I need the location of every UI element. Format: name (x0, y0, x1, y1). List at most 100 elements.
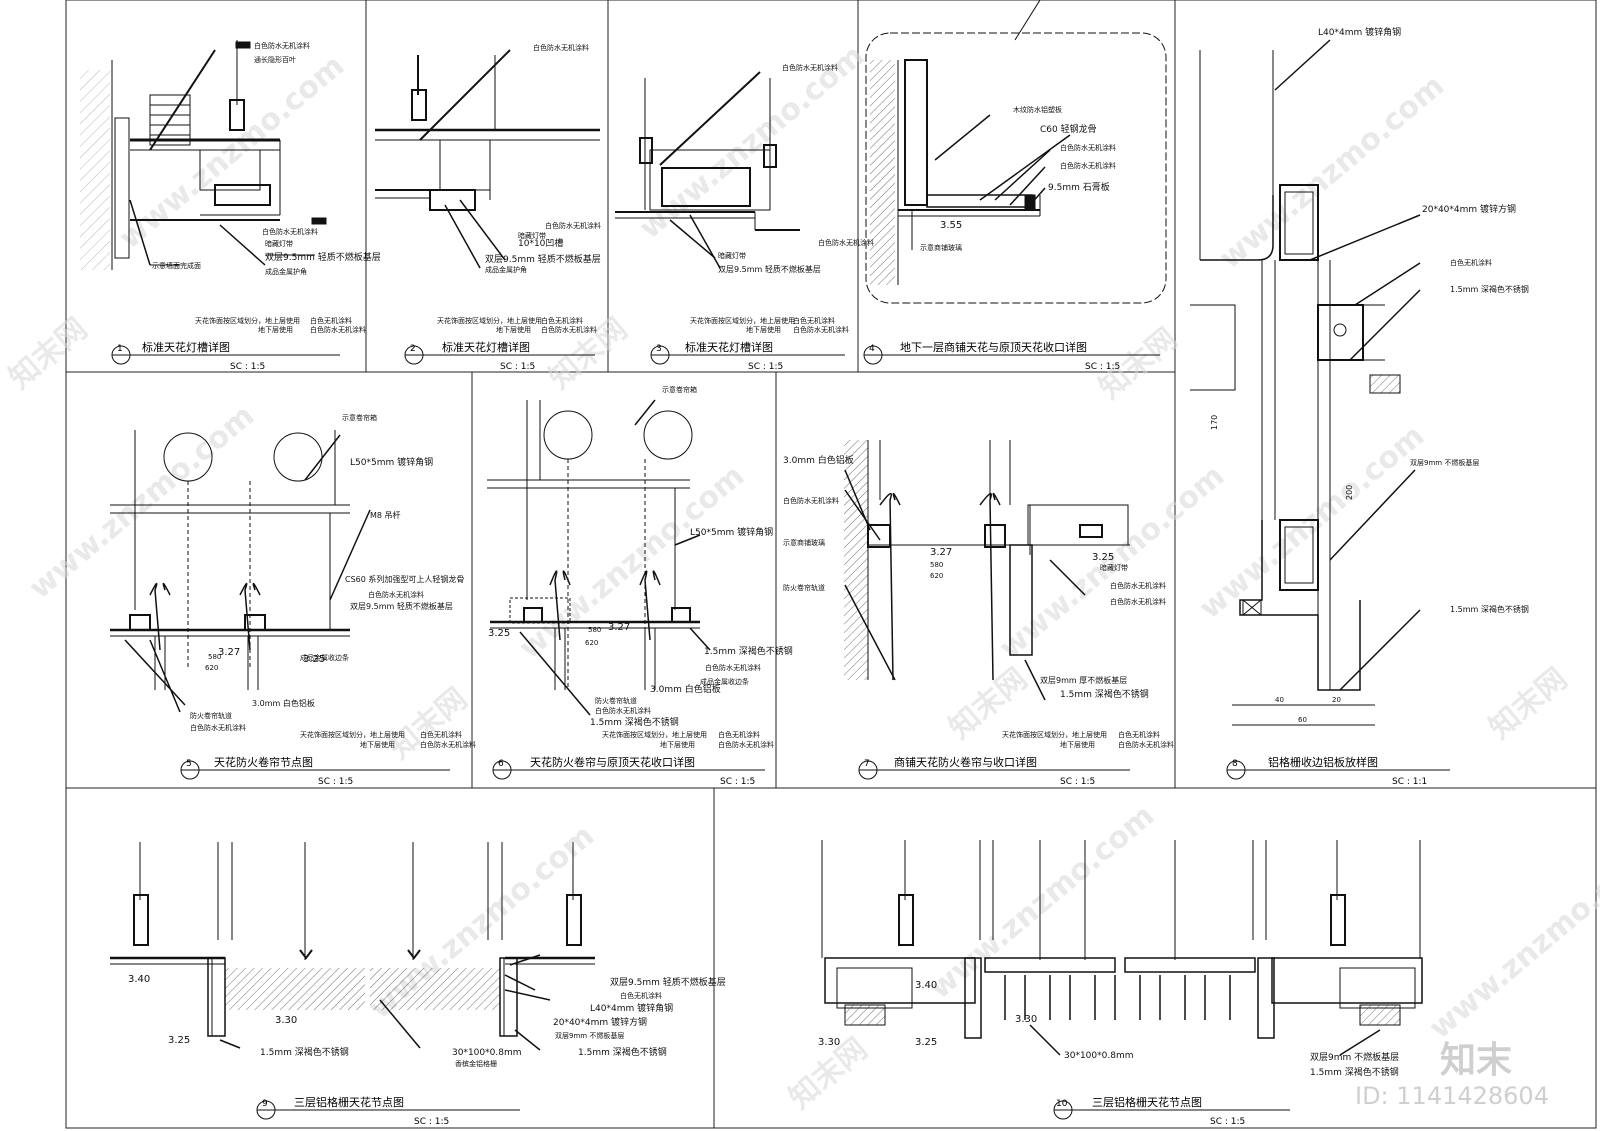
note-below-prefix: 地下层使用 (746, 325, 781, 334)
title-block-7: 7 商铺天花防火卷帘与收口详图 SC : 1:5 (858, 755, 1130, 787)
label: 1.5mm 深褐色不锈钢 (590, 716, 679, 728)
panel-scale: SC : 1:5 (414, 1117, 449, 1127)
panel-5-labels: 示意卷帘箱 L50*5mm 镀锌角钢 M8 吊杆 CS60 系列加强型可上人轻钢… (190, 413, 464, 732)
label: 3.40 (915, 980, 937, 991)
label: 白色无机涂料 (1450, 258, 1492, 267)
note-divide: 天花饰面按区域划分，地上层使用 (1002, 730, 1107, 739)
panel-9-labels: 双层9.5mm 轻质不燃板基层 白色无机涂料 L40*4mm 镀锌角钢 20*4… (128, 974, 726, 1068)
note-above: 白色无机涂料 (420, 730, 462, 739)
watermark: www.znzmo.com (113, 48, 351, 256)
label: 60 (1298, 716, 1307, 724)
panel-number: 3 (656, 344, 662, 354)
note-above: 白色无机涂料 (718, 730, 760, 739)
label: 防火卷帘轨道 (190, 711, 232, 720)
watermark: www.znzmo.com (923, 798, 1161, 1006)
watermark: 知末网 (1483, 661, 1574, 746)
watermark: www.znzmo.com (513, 458, 751, 666)
label: 20 (1332, 696, 1341, 704)
label: 防火卷帘轨道 (783, 583, 825, 592)
panel-10-labels: 双层9mm 不燃板基层 1.5mm 深褐色不锈钢 30*100*0.8mm 3.… (818, 980, 1399, 1078)
label: 防火卷帘轨道 (595, 696, 637, 705)
label: 白色防水无机涂料 (533, 43, 589, 52)
panel-scale: SC : 1:5 (1210, 1117, 1245, 1127)
label: 1.5mm 深褐色不锈钢 (1060, 688, 1149, 700)
note-block: 天花饰面按区域划分，地上层使用 白色无机涂料 地下层使用 白色防水无机涂料 (1002, 730, 1174, 749)
label: 20*40*4mm 镀锌方钢 (1422, 203, 1516, 215)
label: 成品金属护角 (485, 265, 527, 274)
label: 香槟金铝格栅 (455, 1059, 497, 1068)
panel-title: 地下一层商铺天花与原顶天花收口详图 (900, 340, 1087, 354)
label: 白色防水无机涂料 (1110, 581, 1166, 590)
note-block: 天花饰面按区域划分，地上层使用 白色无机涂料 地下层使用 白色防水无机涂料 (437, 316, 597, 334)
panel-scale: SC : 1:5 (230, 362, 265, 372)
panel-number: 4 (869, 344, 875, 354)
panel-4-labels: 木纹防水铝塑板 C60 轻钢龙骨 白色防水无机涂料 白色防水无机涂料 9.5mm… (920, 105, 1116, 252)
panel-1-labels: 白色防水无机涂料 通长隐形百叶 暗藏灯带 双层9.5mm 轻质不燃板基层 成品金… (152, 41, 381, 276)
label: 3.0mm 白色铝板 (783, 454, 854, 466)
panel-2-labels: 白色防水无机涂料 暗藏灯带 10*10凹槽 双层9.5mm 轻质不燃板基层 成品… (485, 43, 601, 274)
note-divide: 天花饰面按区域划分，地上层使用 (300, 730, 405, 739)
note-below-prefix: 地下层使用 (496, 325, 531, 334)
label: 白色防水无机涂料 (595, 706, 651, 715)
label: 白色防水无机涂料 (190, 723, 246, 732)
note-below: 白色防水无机涂料 (1118, 740, 1174, 749)
panel-scale: SC : 1:5 (1085, 362, 1120, 372)
detail-panel-9 (110, 842, 595, 1051)
watermark: 知末网 (3, 311, 94, 396)
label: 白色防水无机涂料 (705, 663, 761, 672)
label: 白色防水无机涂料 (782, 63, 838, 72)
note-below-prefix: 地下层使用 (660, 740, 695, 749)
label: 白色防水无机涂料 (1060, 143, 1116, 152)
label: 3.25 (303, 654, 325, 665)
detail-panel-6 (487, 399, 711, 716)
label: 暗藏灯带 (265, 239, 293, 248)
label: 3.30 (275, 1015, 297, 1026)
label: 1.5mm 深褐色不锈钢 (704, 645, 793, 657)
label: 双层9.5mm 轻质不燃板基层 (718, 264, 821, 274)
label: L50*5mm 镀锌角钢 (350, 456, 433, 468)
label: 白色防水无机涂料 (254, 41, 310, 50)
note-divide: 天花饰面按区域划分，地上层使用 (195, 316, 300, 325)
panel-scale: SC : 1:5 (720, 777, 755, 787)
detail-panel-3 (615, 71, 800, 269)
label: 成品金属护角 (265, 267, 307, 276)
note-above: 白色无机涂料 (541, 316, 583, 325)
note-block: 天花饰面按区域划分，地上层使用 白色无机涂料 地下层使用 白色防水无机涂料 (300, 730, 476, 749)
watermark: www.znzmo.com (1193, 418, 1431, 626)
note-below-prefix: 地下层使用 (360, 740, 395, 749)
label: 成品金属收边条 (300, 653, 349, 662)
label: 白色防水无机涂料 (368, 590, 424, 599)
label: 30*100*0.8mm (1064, 1051, 1133, 1061)
label: 3.25 (1092, 552, 1114, 563)
label: 620 (930, 572, 943, 580)
panel-title: 标准天花灯槽详图 (142, 340, 230, 354)
label: 20*40*4mm 镀锌方钢 (553, 1016, 647, 1028)
label: 10*10凹槽 (518, 237, 563, 249)
label: 白色防水无机涂料 (818, 238, 874, 247)
title-block-10: 10 三层铝格栅天花节点图 SC : 1:5 (1053, 1095, 1290, 1127)
panel-number: 8 (1232, 759, 1238, 769)
label: 3.40 (128, 974, 150, 985)
label: 双层9.5mm 轻质不燃板基层 (485, 253, 601, 265)
label: 成品金属收边条 (700, 677, 749, 686)
note-below-prefix: 地下层使用 (258, 325, 293, 334)
panel-scale: SC : 1:5 (1060, 777, 1095, 787)
note-below: 白色防水无机涂料 (420, 740, 476, 749)
panel-title: 商铺天花防火卷帘与收口详图 (894, 755, 1037, 769)
label: L40*4mm 镀锌角钢 (590, 1002, 673, 1014)
panel-title: 标准天花灯槽详图 (442, 340, 530, 354)
label: 双层9.5mm 轻质不燃板基层 (265, 251, 381, 263)
watermark: www.znzmo.com (1423, 838, 1600, 1046)
label: 580 (588, 626, 601, 634)
watermark: www.znzmo.com (23, 398, 261, 606)
label: 示意商铺玻璃 (920, 243, 962, 252)
label: 3.25 (915, 1037, 937, 1048)
label: CS60 系列加强型可上人轻钢龙骨 (345, 574, 464, 584)
panel-number: 7 (864, 759, 870, 769)
label: 白色防水无机涂料 (545, 221, 601, 230)
title-block-1: 1 标准天花灯槽详图 SC : 1:5 (111, 340, 340, 372)
label: 1.5mm 深褐色不锈钢 (578, 1046, 667, 1058)
label: 200 (1345, 485, 1354, 500)
label: 示意商铺玻璃 (783, 538, 825, 547)
